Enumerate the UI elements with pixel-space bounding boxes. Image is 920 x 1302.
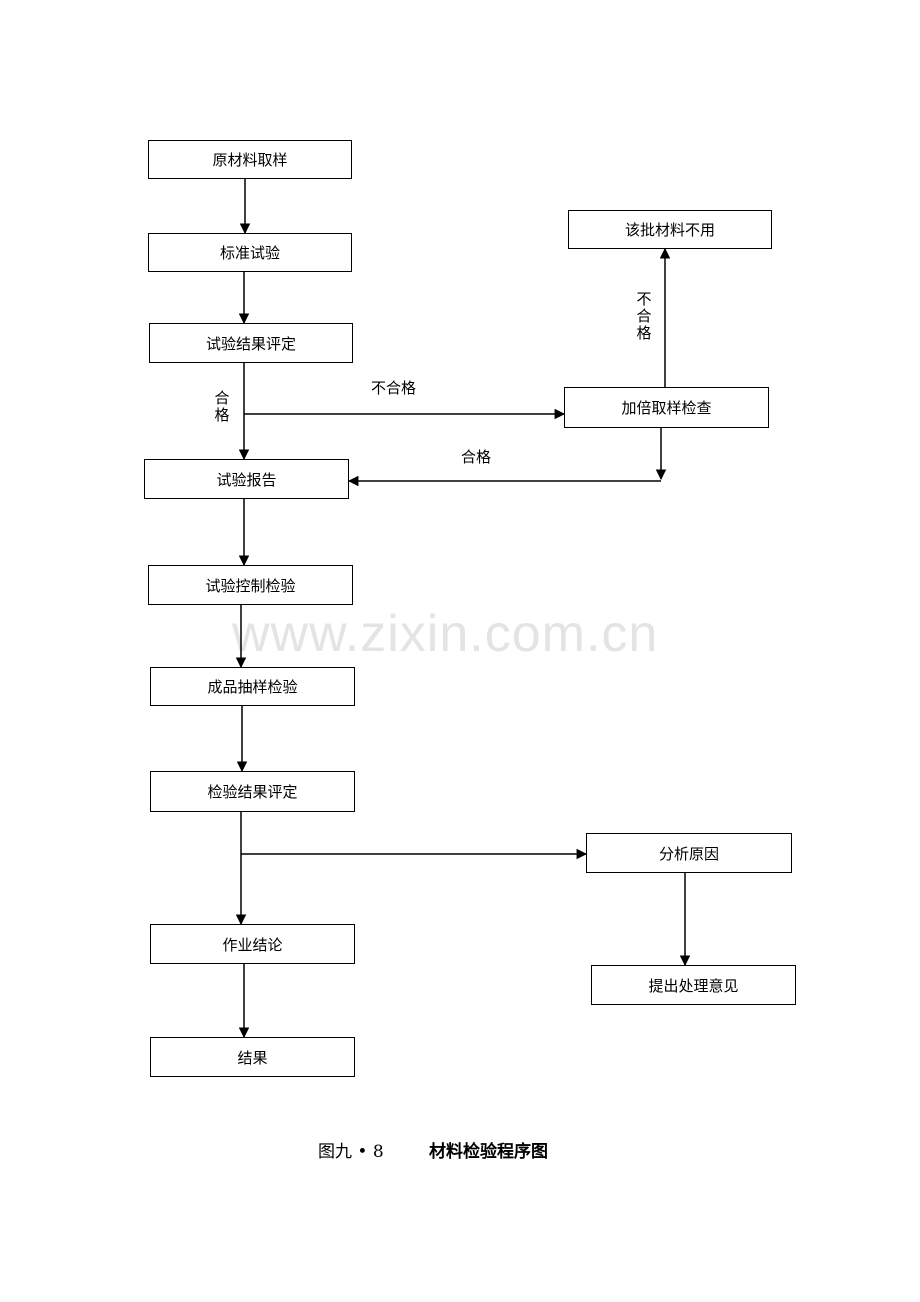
node-work-conclusion: 作业结论 — [150, 924, 355, 964]
node-raw-sampling: 原材料取样 — [148, 140, 352, 179]
node-result-eval-2: 检验结果评定 — [150, 771, 355, 812]
label-pass-vertical: 合格 — [214, 389, 230, 424]
label-pass-return: 合格 — [461, 448, 492, 466]
node-standard-test: 标准试验 — [148, 233, 352, 272]
node-analyze-cause: 分析原因 — [586, 833, 792, 873]
figure-number: 图九 • 8 — [318, 1142, 384, 1162]
watermark: www.zixin.com.cn — [232, 605, 659, 663]
node-result-eval-1: 试验结果评定 — [149, 323, 353, 363]
node-control-test: 试验控制检验 — [148, 565, 353, 605]
node-result: 结果 — [150, 1037, 355, 1077]
node-batch-rejected: 该批材料不用 — [568, 210, 772, 249]
node-product-sampling: 成品抽样检验 — [150, 667, 355, 706]
node-test-report: 试验报告 — [144, 459, 349, 499]
node-propose-handling: 提出处理意见 — [591, 965, 796, 1005]
label-fail-to-double: 不合格 — [371, 379, 417, 397]
figure-title: 材料检验程序图 — [429, 1142, 548, 1162]
label-fail-vertical: 不合格 — [636, 290, 652, 342]
node-double-sampling: 加倍取样检查 — [564, 387, 769, 428]
